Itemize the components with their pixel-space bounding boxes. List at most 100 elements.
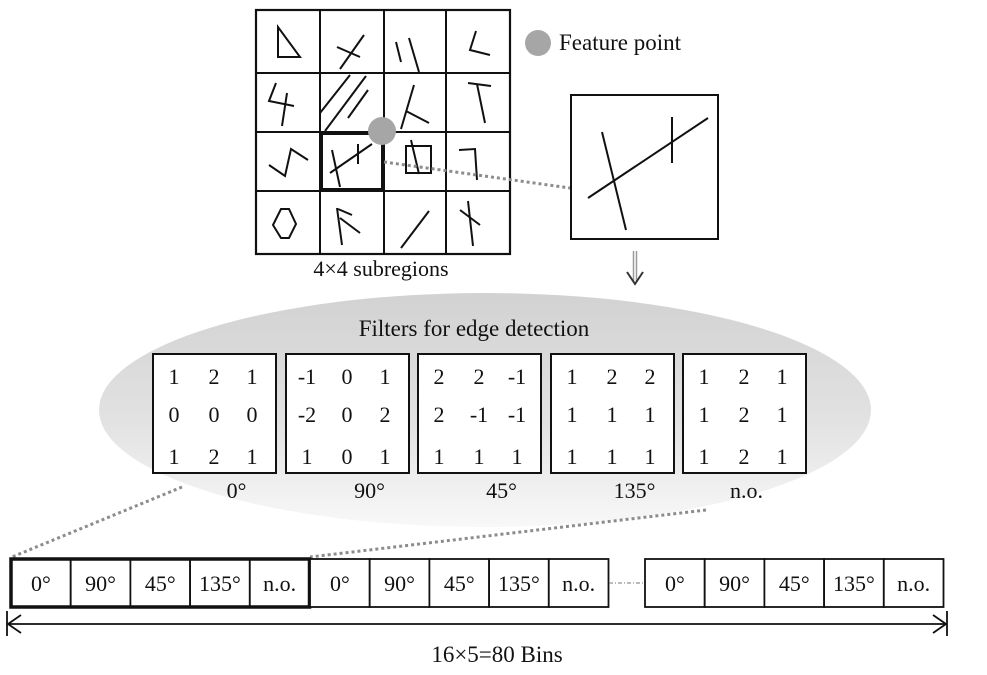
filter-cell: 2 [434, 402, 445, 427]
filter-cell: -1 [298, 364, 316, 389]
span-arrow-left-head [6, 614, 22, 634]
filter-cell: 0 [169, 402, 180, 427]
feature-point-legend-label: Feature point [559, 30, 682, 55]
filter-cell: 0 [342, 444, 353, 469]
grid-cell-angle-left-icon [468, 30, 491, 56]
filter-cell: 0 [342, 364, 353, 389]
bin-group-1: 0° 90° 45° 135° n.o. [9, 557, 312, 609]
filter-cell: 1 [169, 364, 180, 389]
filter-cell: 1 [169, 444, 180, 469]
feature-point-legend: Feature point [525, 30, 682, 56]
bin-label: 90° [85, 571, 116, 596]
filter-cell: 1 [777, 402, 788, 427]
filter-cell: 1 [699, 402, 710, 427]
bin-label: 0° [330, 571, 350, 596]
grid-cell-hexagon-icon [271, 208, 298, 239]
filter-cell: 2 [380, 402, 391, 427]
filter-cell: -2 [298, 402, 316, 427]
filters-title: Filters for edge detection [359, 316, 590, 341]
bin-cell [488, 558, 550, 608]
filter-cell: 2 [607, 364, 618, 389]
filter-box [285, 353, 410, 474]
filter-cell: 1 [607, 402, 618, 427]
grid-caption: 4×4 subregions [313, 256, 448, 281]
bin-label: n.o. [263, 571, 296, 596]
filter-cell: 1 [777, 444, 788, 469]
zoom-connector-line [383, 160, 571, 190]
filter-cell: -1 [508, 364, 526, 389]
grid-cell-cross-icon [336, 34, 365, 70]
filter-box [682, 353, 807, 474]
filter-cell: 2 [434, 364, 445, 389]
filter-cell: 1 [380, 444, 391, 469]
grid-cell-square-with-line-icon [405, 139, 432, 175]
grid-cell-two-lines-icon [395, 37, 420, 73]
bin-label: 0° [665, 571, 685, 596]
filter-cell: 1 [607, 444, 618, 469]
grid-cell-s-zigzag-icon [268, 147, 309, 178]
zoomed-edge-glyph [587, 117, 709, 231]
filter-label: 0° [227, 478, 247, 503]
grid-cell-x-shape-icon [459, 200, 481, 247]
filter-cell: 1 [247, 444, 258, 469]
filter-cell: 2 [209, 444, 220, 469]
filter-box [417, 353, 542, 474]
grid-cell-diagonal-line-icon [400, 210, 430, 249]
grid-cell-arrow-branch-icon [336, 207, 361, 246]
filter-label: 135° [614, 478, 656, 503]
bin-label: 135° [199, 571, 241, 596]
bin-label: n.o. [897, 571, 930, 596]
filter-cell: 1 [567, 364, 578, 389]
grid-cell-t-shape-icon [467, 82, 492, 124]
filter-cell: 1 [699, 364, 710, 389]
filter-label: 90° [354, 478, 385, 503]
bins-span-arrow [6, 611, 948, 636]
bin-label: 90° [384, 571, 415, 596]
filter-cell: 1 [645, 402, 656, 427]
filter-cell: 1 [567, 402, 578, 427]
filter-cell: 2 [474, 364, 485, 389]
bin-label: 0° [31, 571, 51, 596]
grid-cell-four-shape-icon [267, 82, 295, 127]
down-arrow-icon [626, 251, 644, 286]
bin-label: 45° [779, 571, 810, 596]
histogram-bins: 0°90°45°135°n.o.0°90°45°135°n.o.0°90°45°… [9, 557, 945, 609]
filter-cell: -1 [470, 402, 488, 427]
filter-cell: 1 [567, 444, 578, 469]
filter-cell: 1 [474, 444, 485, 469]
filter-cell: 1 [380, 364, 391, 389]
bin-group-2: 0° 90° 45° 135° n.o. [309, 558, 610, 608]
bin-cell [823, 558, 885, 608]
bin-cell [309, 558, 371, 608]
bin-label: 45° [145, 571, 176, 596]
zoomed-subregion-box [570, 94, 719, 240]
filter-cell: 0 [247, 402, 258, 427]
subregion-grid [254, 8, 512, 256]
filter-box [152, 353, 277, 474]
filter-cell: 1 [302, 444, 313, 469]
bin-label: 135° [498, 571, 540, 596]
bin-label: n.o. [562, 571, 595, 596]
bins-connector-left [11, 485, 183, 559]
bin-cell [368, 558, 431, 608]
bin-cell [882, 558, 945, 608]
filter-cell: 2 [645, 364, 656, 389]
filter-cell: 1 [434, 444, 445, 469]
feature-point-marker [368, 117, 396, 145]
grid-cell-k-shape-icon [400, 84, 430, 130]
bin-group-3: 0°90°45°135°n.o. [644, 558, 945, 608]
bins-connector-right [309, 508, 707, 559]
grid-cell-triangle-icon [277, 23, 302, 58]
filter-cell: 1 [512, 444, 523, 469]
bin-label: 135° [833, 571, 875, 596]
filter-cell: 0 [342, 402, 353, 427]
bin-label: 45° [444, 571, 475, 596]
filter-label: n.o. [730, 478, 763, 503]
grid-cell-three-diagonals-icon [319, 74, 369, 132]
grid-cell-seven-shape-icon [458, 147, 478, 181]
